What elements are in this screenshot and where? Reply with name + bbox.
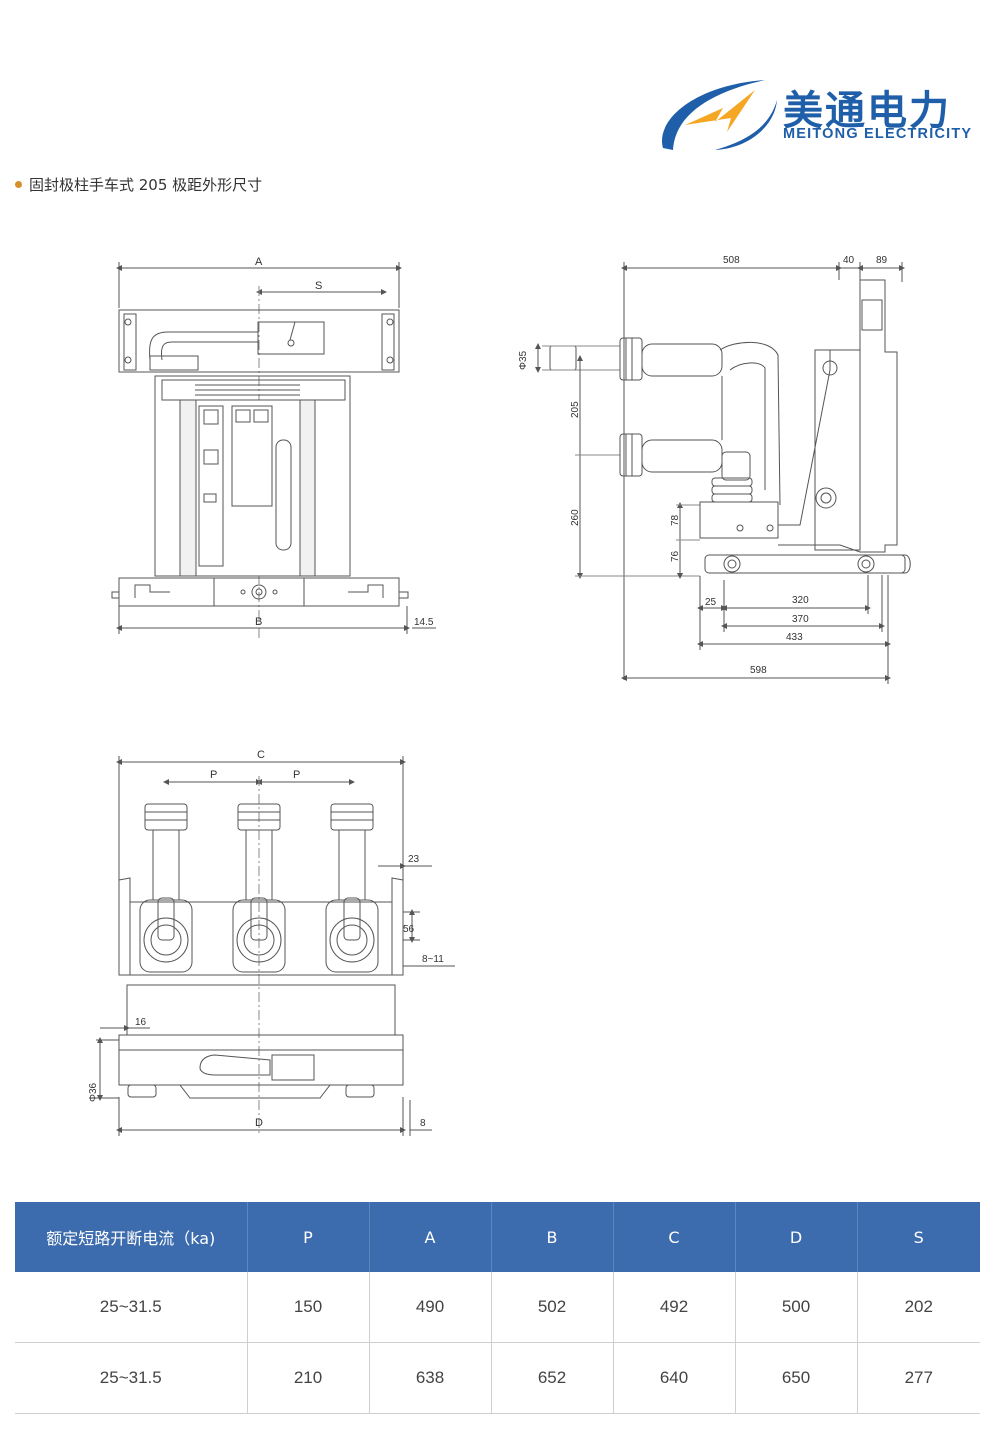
- brand-logo: 美通电力 MEITONG ELECTRICITY: [655, 70, 985, 160]
- section-title-text: 固封极柱手车式 205 极距外形尺寸: [29, 176, 263, 194]
- side-view: [535, 262, 911, 684]
- table-cell: 492: [613, 1272, 736, 1343]
- front-view: [111, 262, 436, 640]
- table-cell: 25~31.5: [15, 1342, 248, 1414]
- dim-label-8: 8: [420, 1118, 426, 1129]
- dimension-drawings: A S B 14.5: [88, 255, 911, 1136]
- lightning-swoosh-icon: [661, 80, 777, 150]
- dim-label-508: 508: [723, 255, 740, 266]
- dim-label-range: 8~11: [422, 954, 444, 965]
- dim-label-25: 25: [705, 597, 717, 608]
- table-row: 25~31.5 150 490 502 492 500 202: [15, 1272, 980, 1343]
- table-cell: 210: [247, 1342, 370, 1414]
- spec-table: 额定短路开断电流（ka) P A B C D S 25~31.5 150 490…: [15, 1202, 980, 1414]
- dim-label-dia36: Φ36: [88, 1082, 99, 1102]
- table-cell: 650: [735, 1342, 858, 1414]
- table-cell: 640: [613, 1342, 736, 1414]
- table-cell: 500: [735, 1272, 858, 1343]
- dim-label-320: 320: [792, 595, 809, 606]
- brand-name-en: MEITONG ELECTRICITY: [783, 126, 973, 142]
- bullet-icon: [15, 181, 22, 188]
- table-cell: 638: [369, 1342, 492, 1414]
- dim-label-b: B: [255, 616, 262, 628]
- table-cell: 277: [857, 1342, 980, 1414]
- dim-label-c: C: [257, 749, 265, 761]
- header-current: 额定短路开断电流（ka): [15, 1202, 248, 1272]
- dim-label-p1: P: [210, 769, 217, 781]
- header-c: C: [613, 1202, 736, 1272]
- dim-label-76: 76: [670, 550, 681, 562]
- dim-label-598: 598: [750, 665, 767, 676]
- table-cell: 652: [491, 1342, 614, 1414]
- dim-label-370: 370: [792, 614, 809, 625]
- table-cell: 25~31.5: [15, 1272, 248, 1343]
- top-view: [96, 756, 455, 1136]
- dim-label-dia35: Φ35: [518, 350, 529, 370]
- dim-label-d: D: [255, 1117, 263, 1129]
- dim-label-16: 16: [135, 1017, 147, 1028]
- dim-label-260: 260: [570, 509, 581, 526]
- dim-label-205: 205: [570, 401, 581, 418]
- dim-label-433: 433: [786, 632, 803, 643]
- table-cell: 202: [857, 1272, 980, 1343]
- dim-label-78: 78: [670, 514, 681, 526]
- table-row: 25~31.5 210 638 652 640 650 277: [15, 1342, 980, 1414]
- section-title: 固封极柱手车式 205 极距外形尺寸: [15, 174, 262, 195]
- dim-label-p2: P: [293, 769, 300, 781]
- header-a: A: [369, 1202, 492, 1272]
- dim-label-s: S: [315, 280, 322, 292]
- dim-label-23: 23: [408, 854, 420, 865]
- dim-label-offset: 14.5: [414, 617, 434, 628]
- table-header-row: 额定短路开断电流（ka) P A B C D S: [15, 1202, 980, 1272]
- dim-label-56: 56: [403, 924, 415, 935]
- header-b: B: [491, 1202, 614, 1272]
- header-d: D: [735, 1202, 858, 1272]
- table-cell: 502: [491, 1272, 614, 1343]
- brand-name-cn: 美通电力: [783, 88, 951, 134]
- header-s: S: [857, 1202, 980, 1272]
- dim-label-89: 89: [876, 255, 888, 266]
- header-p: P: [247, 1202, 370, 1272]
- dim-label-40: 40: [843, 255, 855, 266]
- dim-label-a: A: [255, 256, 263, 268]
- table-cell: 490: [369, 1272, 492, 1343]
- table-cell: 150: [247, 1272, 370, 1343]
